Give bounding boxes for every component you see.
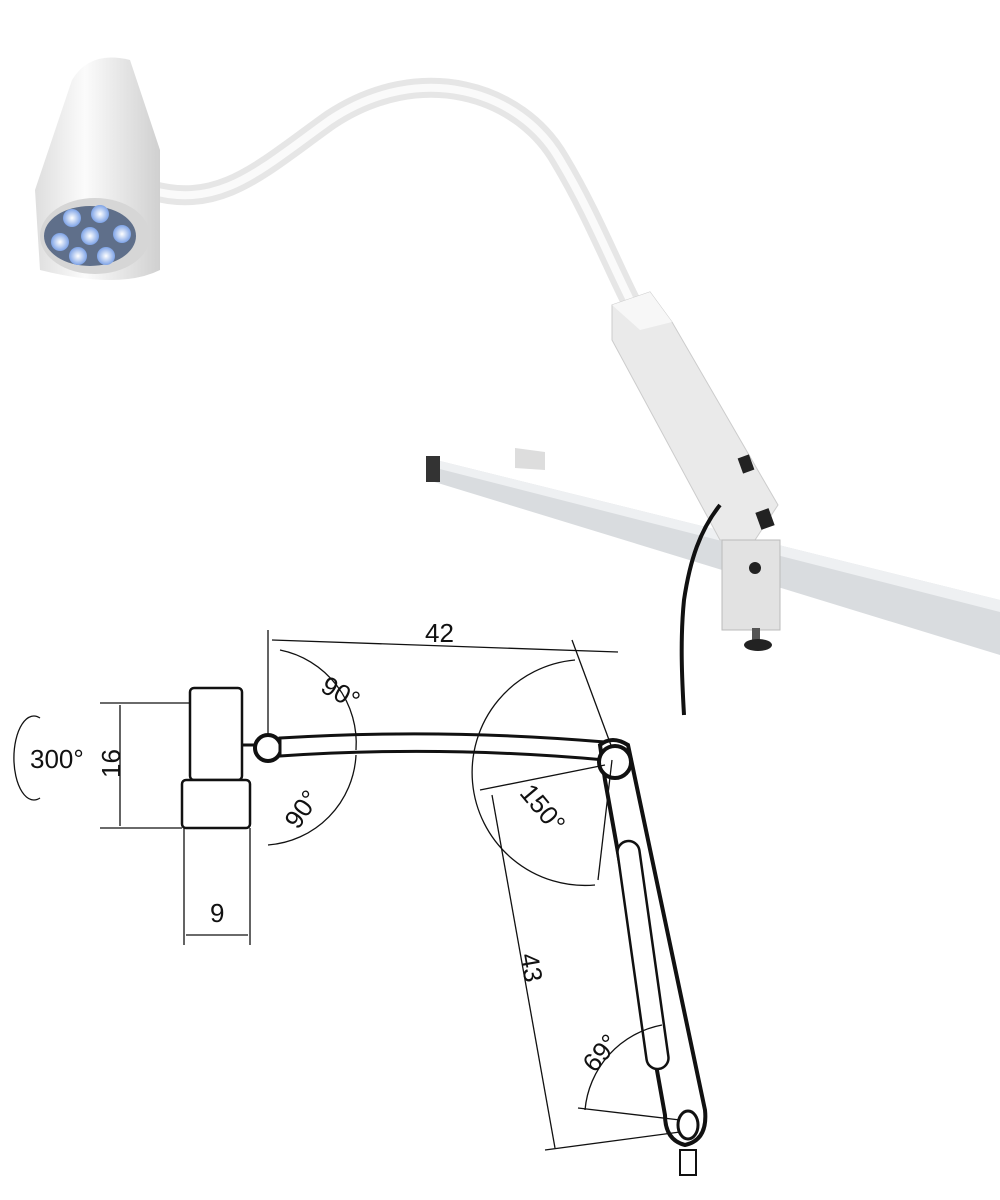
dim-head-rotation: 300° bbox=[30, 744, 84, 774]
dim-base-arm-length: 43 bbox=[514, 951, 549, 985]
lamp-head bbox=[35, 57, 160, 280]
arm-housing bbox=[611, 291, 779, 541]
gooseneck bbox=[140, 77, 640, 310]
power-cable bbox=[679, 503, 722, 716]
technical-drawing: 42 90° 90° 300° 16 9 150° 43 69° bbox=[13, 618, 708, 1176]
head-drawing bbox=[180, 686, 283, 830]
dim-head-height: 16 bbox=[96, 749, 126, 778]
rail bbox=[426, 448, 1000, 655]
gooseneck-drawing bbox=[278, 732, 607, 762]
dim-arm-joint-angle: 150° bbox=[514, 778, 572, 838]
dim-head-width: 9 bbox=[210, 898, 224, 928]
lamp-photo bbox=[35, 57, 1000, 716]
led-icon bbox=[51, 205, 131, 265]
dim-base-arm-angle: 69° bbox=[576, 1028, 624, 1077]
dim-head-tilt-up: 90° bbox=[316, 670, 365, 716]
dim-arm-length: 42 bbox=[425, 618, 454, 648]
dimension-lines bbox=[13, 630, 681, 1151]
clamp-knob bbox=[744, 639, 772, 651]
base-arm-drawing bbox=[597, 738, 708, 1176]
power-switch bbox=[737, 454, 755, 474]
clamp bbox=[721, 539, 781, 651]
